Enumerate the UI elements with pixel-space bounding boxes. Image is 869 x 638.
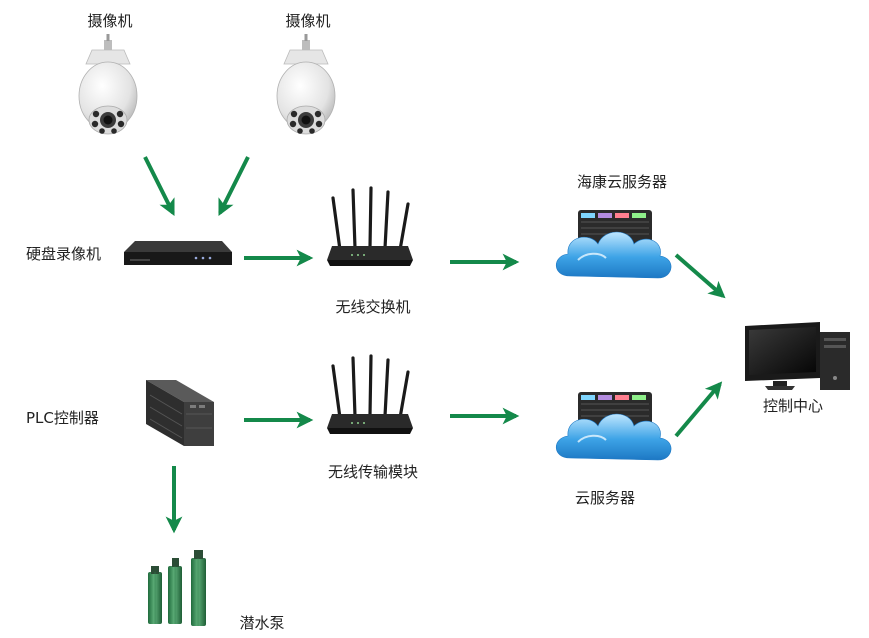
cloud-server[interactable] — [555, 391, 673, 461]
wireless-switch[interactable] — [325, 186, 415, 268]
arrow-hikcloud-to-center — [674, 253, 726, 299]
label-camera-2: 摄像机 — [285, 12, 330, 30]
cloud-server-icon — [555, 209, 673, 279]
plc-controller-icon — [146, 380, 214, 446]
plc-controller[interactable] — [146, 380, 214, 446]
flow-arrows — [143, 156, 726, 534]
nvr-device[interactable] — [124, 241, 232, 265]
submersible-pump-icon — [148, 550, 206, 626]
label-wireless-module: 无线传输模块 — [328, 463, 418, 481]
arrow-camera1-to-nvr — [143, 156, 175, 217]
arrow-cloud-to-center — [674, 381, 723, 438]
label-control-center: 控制中心 — [763, 397, 823, 415]
label-camera-1: 摄像机 — [87, 12, 132, 30]
desktop-computer-icon — [745, 322, 850, 390]
label-pump: 潜水泵 — [239, 614, 284, 632]
dome-camera-icon — [78, 33, 138, 135]
cloud-server-icon — [555, 391, 673, 461]
label-cloud-server: 云服务器 — [575, 489, 635, 507]
label-nvr: 硬盘录像机 — [26, 245, 101, 263]
nvr-box-icon — [124, 241, 232, 265]
camera-2[interactable] — [276, 33, 336, 135]
camera-1[interactable] — [78, 33, 138, 135]
wireless-module[interactable] — [325, 354, 415, 436]
control-center-pc[interactable] — [745, 322, 850, 390]
wireless-router-icon — [325, 186, 415, 268]
label-plc: PLC控制器 — [26, 409, 99, 427]
wireless-router-icon — [325, 354, 415, 436]
label-hik-cloud-server: 海康云服务器 — [577, 173, 667, 191]
label-wireless-switch: 无线交换机 — [335, 298, 410, 316]
arrow-camera2-to-nvr — [218, 156, 250, 217]
hik-cloud-server[interactable] — [555, 209, 673, 279]
dome-camera-icon — [276, 33, 336, 135]
submersible-pumps[interactable] — [148, 550, 206, 626]
